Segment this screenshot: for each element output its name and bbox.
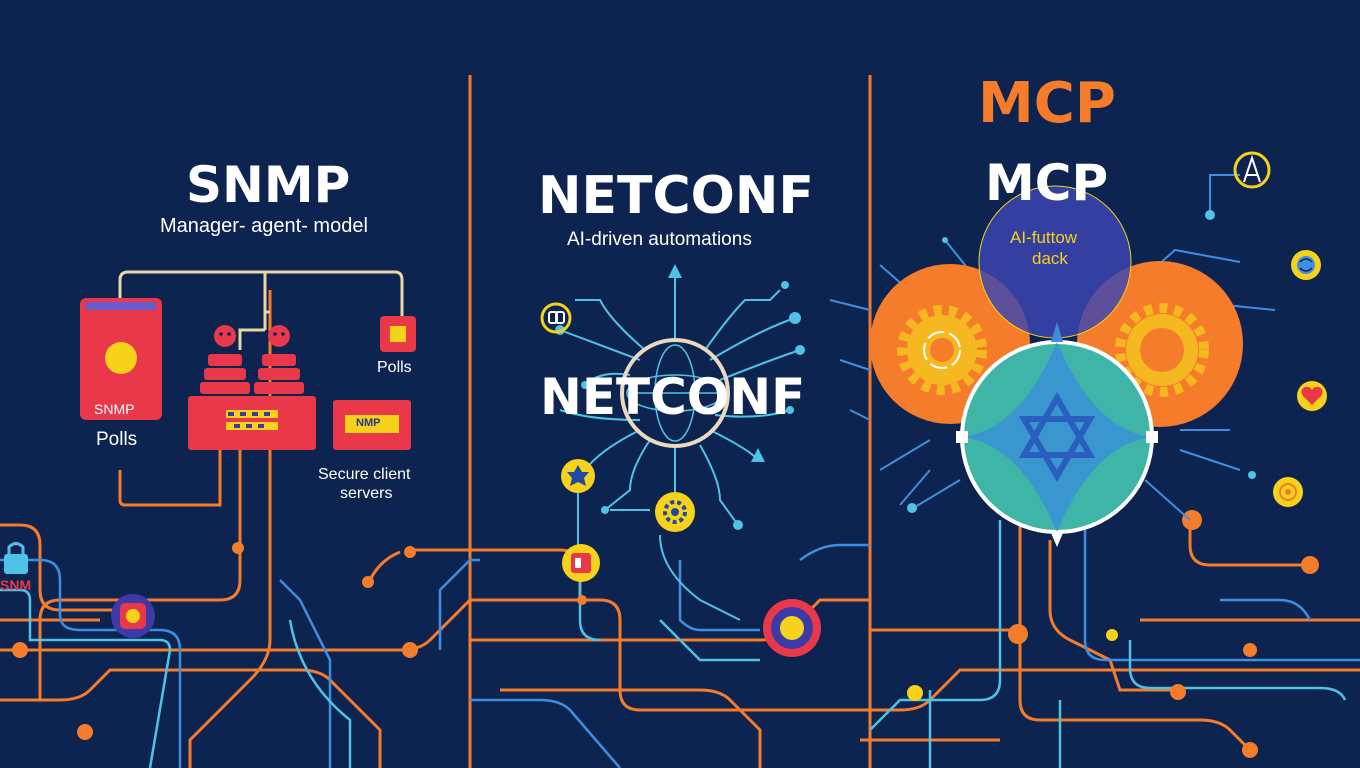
circuit-traces-blue [0,520,1360,768]
netconf-globe [620,338,730,448]
compass-icon [1233,151,1271,189]
agent-stack-left [200,325,250,394]
brain-icon [1291,250,1321,280]
polls-node [380,316,416,352]
mcp-header: MCP [978,71,1116,136]
snmp-title: SNMP [186,156,351,214]
snmp-polls-left: Polls [96,429,138,450]
ai-bubble-line2: dack [1032,249,1068,268]
target-icon [1273,477,1303,507]
netconf-hub-label: NETCONF [540,368,806,426]
secure-servers-line1: Secure client [318,466,411,483]
netconf-neural-lines [559,275,801,621]
badge-star-icon [561,459,595,493]
heart-icon [1297,381,1327,411]
netconf-subtitle: AI-driven automations [567,229,752,250]
snmp-side-label: SNM [0,577,32,593]
snmp-device-label: SNMP [94,401,135,417]
ai-bubble-line1: AI-futtow [1010,228,1078,247]
netconf-nodes [555,264,805,530]
circuit-traces-orange [0,290,1360,768]
nmp-badge-label: NMP [356,417,381,429]
server-rack [188,396,316,450]
lock-icon [4,542,28,574]
snmp-polls-right: Polls [377,359,412,376]
agent-stack-right [254,325,304,394]
document-icon [562,544,600,582]
mcp-ray-nodes [907,210,1256,513]
snmp-hub-node [111,594,155,638]
snmp-device [80,298,162,420]
chain-link-icon [540,302,572,334]
secure-servers-line2: servers [340,485,393,502]
snmp-subtitle: Manager- agent- model [160,215,368,237]
mcp-title: MCP [985,154,1109,212]
snmp-wiring [118,270,404,350]
circuit-nodes [12,510,1319,758]
nmp-badge-inner [345,415,399,433]
netconf-hub-node [763,599,821,657]
netconf-title: NETCONF [538,166,814,226]
mcp-core [956,322,1158,547]
gear-icon [655,492,695,532]
